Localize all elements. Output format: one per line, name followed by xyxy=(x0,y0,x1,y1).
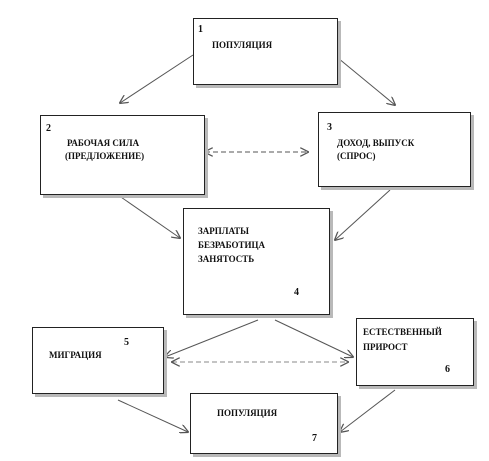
node-7-label: ПОПУЛЯЦИЯ xyxy=(217,408,278,418)
arrow-1-to-2 xyxy=(120,54,194,103)
node-2-label-line-2: (ПРЕДЛОЖЕНИЕ) xyxy=(65,151,145,161)
node-2-label-line-1: РАБОЧАЯ СИЛА xyxy=(67,138,140,148)
arrow-5-to-7 xyxy=(117,399,188,432)
node-2-box: 2 РАБОЧАЯ СИЛА (ПРЕДЛОЖЕНИЕ) xyxy=(40,115,205,195)
node-4-label-line-1: ЗАРПЛАТЫ xyxy=(198,226,250,236)
node-5-box: 5 МИГРАЦИЯ xyxy=(32,327,164,394)
node-3-number: 3 xyxy=(327,122,332,133)
node-6-box: ЕСТЕСТВЕННЫЙ ПРИРОСТ 6 xyxy=(356,318,474,386)
node-6-number: 6 xyxy=(445,364,450,375)
node-1-box: 1 ПОПУЛЯЦИЯ xyxy=(193,18,338,85)
arrow-3-to-4 xyxy=(335,189,391,240)
node-6-label-line-1: ЕСТЕСТВЕННЫЙ xyxy=(363,327,442,337)
arrow-2-to-4 xyxy=(117,194,180,238)
node-1-number: 1 xyxy=(198,24,203,35)
arrow-1-to-3 xyxy=(337,57,395,105)
node-3-label-line-1: ДОХОД, ВЫПУСК xyxy=(337,138,415,148)
arrow-4-to-6 xyxy=(274,319,353,357)
node-4-label-line-3: ЗАНЯТОСТЬ xyxy=(198,254,255,264)
node-6-label-line-2: ПРИРОСТ xyxy=(363,342,408,352)
node-4-box: ЗАРПЛАТЫ БЕЗРАБОТИЦА ЗАНЯТОСТЬ 4 xyxy=(183,208,330,315)
node-3-box: 3 ДОХОД, ВЫПУСК (СПРОС) xyxy=(318,112,471,187)
node-7-number: 7 xyxy=(312,433,317,444)
node-5-label: МИГРАЦИЯ xyxy=(49,350,102,360)
arrow-6-to-7 xyxy=(340,389,396,432)
node-1-label: ПОПУЛЯЦИЯ xyxy=(212,40,273,50)
arrow-4-to-5 xyxy=(165,319,259,357)
node-7-box: ПОПУЛЯЦИЯ 7 xyxy=(190,393,338,454)
node-5-number: 5 xyxy=(124,337,129,348)
node-3-label-line-2: (СПРОС) xyxy=(337,151,376,161)
node-2-number: 2 xyxy=(46,123,51,134)
node-4-label-line-2: БЕЗРАБОТИЦА xyxy=(198,240,266,250)
node-4-number: 4 xyxy=(294,287,299,298)
